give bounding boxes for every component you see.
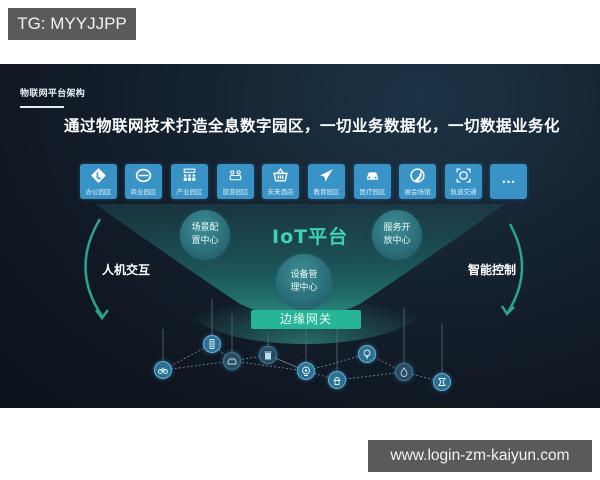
tourism-icon (229, 170, 242, 181)
bicycle-icon (158, 367, 168, 374)
device-node-bicycle[interactable] (154, 361, 172, 379)
vehicle-icon (227, 358, 237, 365)
human-machine-interaction-label: 人机交互 (102, 263, 151, 277)
person-sensor-icon (438, 378, 446, 386)
app-exhibition-venue[interactable]: 展会场馆 (399, 164, 436, 199)
camera-icon (302, 366, 310, 376)
section-underline (20, 106, 64, 108)
device-management-center: 设备管 理中心 (276, 254, 332, 310)
transit-face-icon (456, 168, 471, 183)
iot-platform-title: IoT平台 (272, 226, 349, 248)
app-future-hotel[interactable]: 未来酒店 (262, 164, 299, 199)
trash-bin-icon (264, 351, 272, 360)
device-node-traffic-light[interactable] (203, 335, 221, 353)
smart-control-label: 智能控制 (468, 263, 517, 277)
hydrant-icon (333, 377, 341, 385)
hotel-basket-icon (273, 167, 288, 182)
scene-config-center: 场景配 置中心 (180, 210, 230, 260)
light-bulb-icon (363, 349, 371, 359)
exhibition-icon (410, 168, 425, 183)
device-node-trash-bin[interactable] (259, 346, 277, 364)
app-medical-park[interactable]: 医疗园区 (354, 164, 391, 199)
tg-badge: TG: MYYJJPP (8, 8, 136, 40)
app-office-park[interactable]: 办公园区 (80, 164, 117, 199)
edge-gateway: 边缘网关 (251, 310, 361, 329)
app-education-park[interactable]: 教育园区 (308, 164, 345, 199)
device-node-camera[interactable] (297, 362, 315, 380)
device-node-hydrant[interactable] (328, 371, 346, 389)
industry-icon (183, 168, 196, 181)
headline: 通过物联网技术打造全息数字园区，一切业务数据化，一切数据业务化 (64, 116, 561, 135)
app-more[interactable]: ... (490, 164, 527, 199)
section-label: 物联网平台架构 (20, 89, 86, 99)
more-icon: ... (501, 172, 516, 186)
app-tourism-park[interactable]: 旅游园区 (217, 164, 254, 199)
app-commerce-park[interactable]: 商业园区 (125, 164, 162, 199)
traffic-light-icon (209, 339, 215, 349)
paper-plane-icon (320, 169, 333, 182)
office-icon (91, 168, 106, 183)
iot-architecture-slide: 物联网平台架构 通过物联网技术打造全息数字园区，一切业务数据化，一切数据业务化 … (0, 64, 600, 408)
url-badge: www.login-zm-kaiyun.com (368, 440, 592, 472)
device-node-light-bulb[interactable] (358, 345, 376, 363)
service-open-center: 服务开 放中心 (372, 210, 422, 260)
water-drop-icon (400, 367, 408, 377)
app-rail-transit[interactable]: 轨道交通 (445, 164, 482, 199)
device-node-vehicle[interactable] (223, 352, 241, 370)
app-industry-park[interactable]: 产业园区 (171, 164, 208, 199)
car-icon (367, 172, 378, 180)
commerce-icon (135, 168, 152, 183)
device-node-water-drop[interactable] (395, 363, 413, 381)
device-node-person-sensor[interactable] (433, 373, 451, 391)
